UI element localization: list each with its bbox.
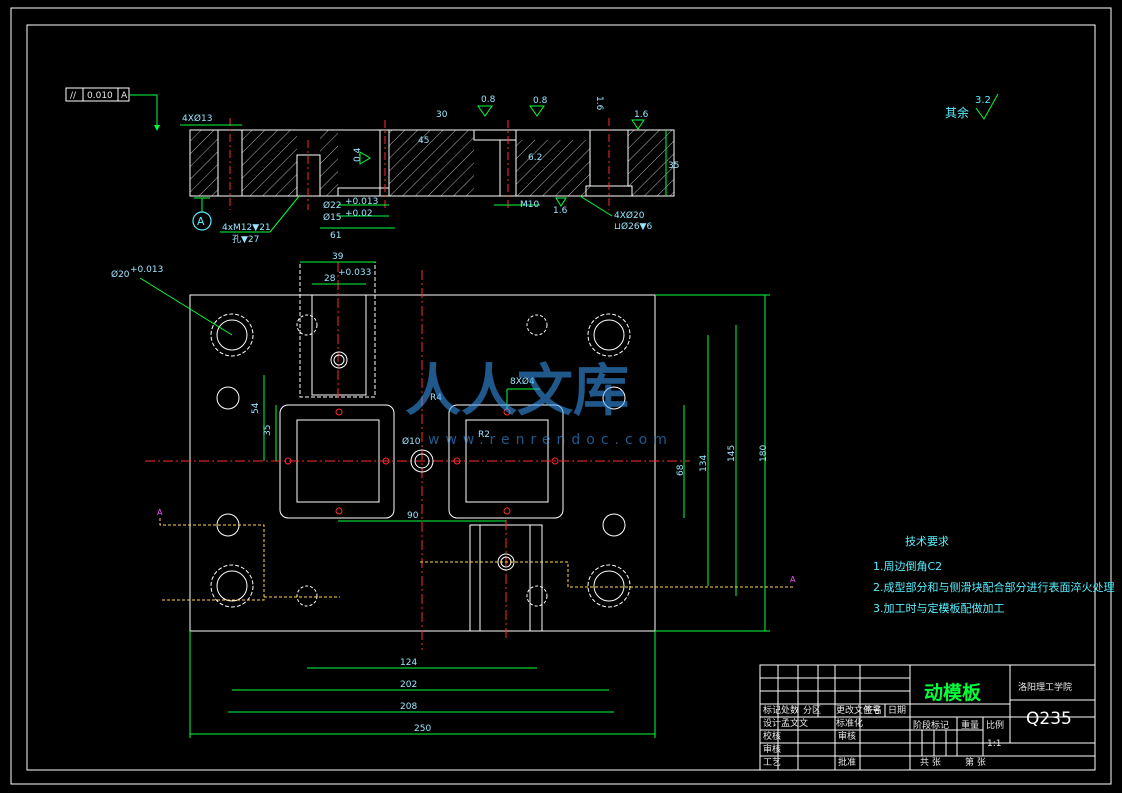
tech-requirements: 技术要求 1.周边倒角C2 2.成型部分和与侧滑块配合部分进行表面淬火处理 3.…: [873, 535, 1115, 615]
tech-req-title: 技术要求: [905, 535, 949, 548]
holes-label: 4XØ13: [182, 113, 212, 124]
tb-count: 处数: [781, 704, 799, 716]
plan-phi10: Ø10: [402, 436, 421, 447]
label-30: 30: [436, 110, 448, 120]
plan-dim-145: 145: [727, 445, 737, 462]
datum-a-label: A: [197, 215, 205, 228]
plan-dim-54: 54: [251, 402, 261, 414]
section-dim-35: 35: [668, 161, 679, 171]
flatness-datum: A: [121, 91, 128, 101]
tb-zone: 分区: [803, 705, 821, 716]
tb-reviewer: 审核: [763, 743, 781, 755]
watermark-cn: 人人文库: [405, 359, 629, 424]
label-45: 45: [418, 136, 429, 146]
tb-sheets-total: 共 张: [920, 757, 941, 768]
plan-dim-134: 134: [699, 455, 709, 472]
counter-bore: 4XØ20: [614, 210, 645, 221]
tb-sign: 签名: [864, 704, 882, 716]
tb-designer-name: 孟文文: [781, 717, 808, 729]
roughness-symbol: [975, 93, 999, 120]
label-04: 0.4: [353, 147, 363, 162]
plan-dim-39: 39: [332, 252, 344, 262]
tb-approve: 批准: [838, 756, 856, 768]
roughness-rest-value: 3.2: [975, 95, 991, 106]
tb-craft: 工艺: [763, 757, 781, 768]
dia-label-2: Ø15: [323, 212, 342, 223]
tap-drill-label: 孔▼27: [232, 234, 259, 245]
plan-dim-90: 90: [407, 511, 419, 521]
flatness-symbol: //: [70, 91, 77, 101]
roughness-rest-label: 其余: [945, 105, 969, 120]
section-mark-a2: A: [790, 575, 796, 584]
section-view: // 0.010 A: [65, 87, 679, 245]
tb-weight: 重量: [961, 719, 979, 731]
roughness-16b: 1.6: [634, 110, 649, 120]
section-dim-m10: M10: [520, 200, 539, 210]
tb-stage-mark: 阶段标记: [913, 719, 949, 731]
tb-date: 日期: [888, 705, 906, 716]
screw-holes: [216, 314, 626, 607]
section-dim-61: 61: [330, 231, 341, 241]
datum-a-circle: [192, 211, 212, 231]
plan-dim-35: 35: [263, 425, 273, 436]
part-name: 动模板: [924, 681, 982, 704]
roughness-16c: 1.6: [594, 96, 604, 111]
tb-checker: 校核: [763, 730, 781, 742]
plan-dim-250: 250: [414, 724, 431, 734]
plan-dim-180: 180: [759, 445, 769, 462]
tb-reviewer-cell: 审核: [838, 730, 856, 742]
material: Q235: [1026, 709, 1072, 729]
plan-8xphi4: 8XØ4: [510, 376, 535, 387]
flatness-tolerance: 0.010: [87, 91, 113, 101]
tb-standardize: 标准化: [836, 717, 863, 729]
plan-dim-28-tol: +0.033: [338, 268, 371, 278]
tb-design: 设计: [763, 717, 781, 729]
plan-dim-124: 124: [400, 658, 417, 668]
plan-dim-208: 208: [400, 702, 417, 712]
tap-label: 4xM12▼21: [222, 223, 271, 233]
tb-change-doc: 更改文件号: [836, 704, 881, 716]
roughness-16a: 1.6: [553, 206, 568, 216]
tech-req-item-2: 2.成型部分和与侧滑块配合部分进行表面淬火处理: [873, 580, 1115, 594]
dia-tol-2: +0.02: [345, 209, 373, 219]
dia-tol-1: +0.013: [345, 197, 378, 207]
guide-holes: [210, 313, 631, 608]
plan-phi20: Ø20: [111, 269, 130, 280]
plan-dim-202: 202: [400, 680, 417, 690]
inner-border: [26, 24, 1096, 771]
counter-depth: ⊔Ø26▼6: [614, 221, 652, 232]
plan-r2: R2: [478, 430, 490, 440]
tb-scale-value: 1:1: [987, 739, 1001, 749]
plan-phi20-tol: +0.013: [130, 265, 163, 275]
tb-sheet-no: 第 张: [965, 756, 986, 768]
roughness-08a: 0.8: [481, 95, 496, 105]
plan-r4: R4: [430, 393, 442, 403]
roughness-08b: 0.8: [533, 96, 548, 106]
section-mark-a1: A: [157, 508, 163, 517]
plan-dim-28: 28: [324, 274, 336, 284]
tb-mark: 标记: [763, 704, 781, 716]
watermark-url: www.renrendoc.com: [428, 432, 673, 448]
label-62: 6.2: [528, 153, 542, 163]
plan-dim-68: 68: [676, 464, 686, 476]
plan-view: 39 28 +0.033 Ø20 +0.013 54 35 R4 8XØ4 R2…: [111, 252, 796, 738]
dia-label-1: Ø22: [323, 200, 342, 211]
outer-border: [10, 7, 1112, 785]
school-name: 洛阳理工学院: [1018, 681, 1072, 693]
title-block: 标记 处数 分区 更改文件号 签名 日期 设计 孟文文 标准化 校核 审核 审核…: [759, 664, 1096, 771]
tech-req-item-3: 3.加工时与定模板配做加工: [873, 601, 1005, 615]
tech-req-item-1: 1.周边倒角C2: [873, 560, 942, 573]
tb-scale: 比例: [986, 719, 1004, 731]
